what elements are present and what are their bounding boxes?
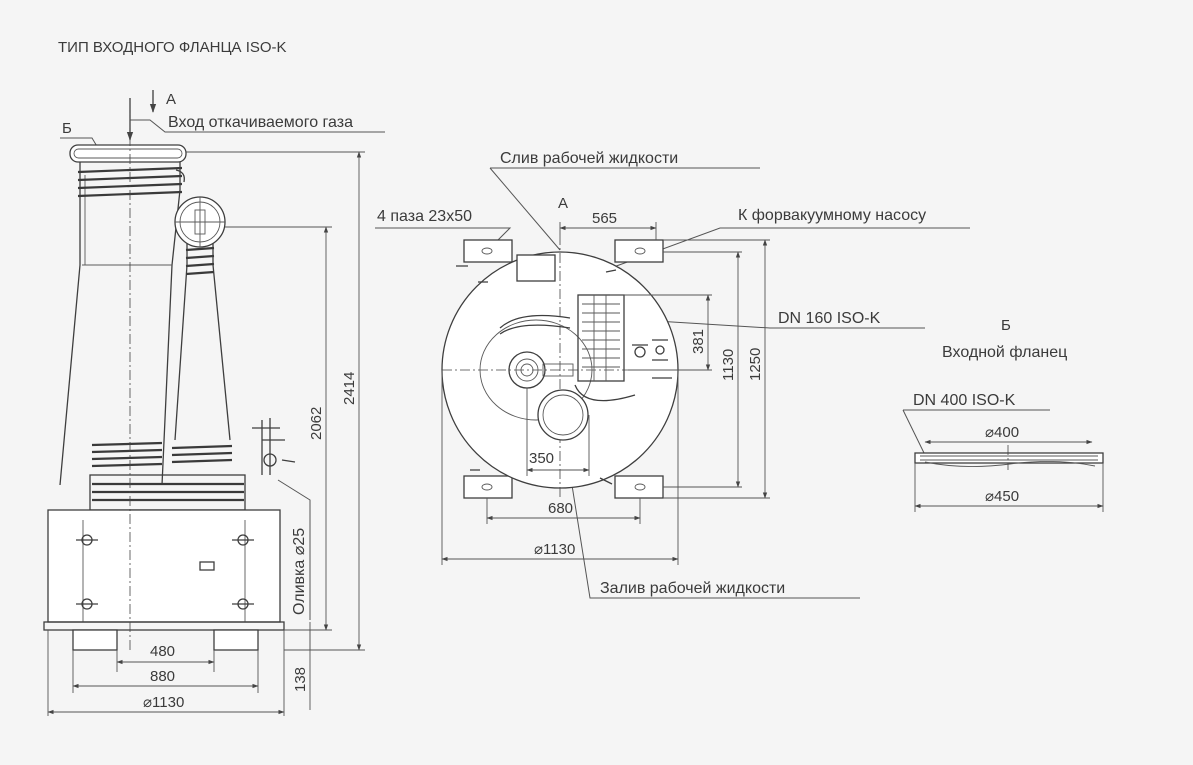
dim-2414: 2414 [341, 372, 358, 405]
view-a-marker: А [166, 91, 176, 108]
dim-381: 381 [690, 329, 707, 354]
dim-d1130-side: ⌀1130 [143, 694, 184, 711]
dim-350: 350 [529, 450, 554, 467]
flange-b-name: Входной фланец [942, 344, 1067, 361]
gas-inlet-label: Вход откачиваемого газа [168, 114, 353, 131]
dim-2062: 2062 [308, 407, 325, 440]
flange-b-letter: Б [1001, 317, 1011, 334]
drain-fitting [516, 254, 556, 282]
dim-1130-top: 1130 [720, 349, 737, 381]
inlet-flange-section [914, 452, 1104, 464]
drawing-title: ТИП ВХОДНОГО ФЛАНЦА ISO-K [58, 39, 287, 56]
mount-slot [463, 475, 513, 499]
dim-d1130-top: ⌀1130 [534, 541, 575, 558]
mount-slot [614, 475, 664, 499]
view-a-top: А [558, 195, 568, 212]
foot-right [213, 629, 259, 651]
cooling-coil-lower [91, 441, 244, 502]
dim-1250: 1250 [747, 348, 764, 381]
dim-680: 680 [548, 500, 573, 517]
dim-138: 138 [292, 667, 309, 692]
dn160-label: DN 160 ISO-K [778, 310, 881, 327]
flange-marker: Б [62, 120, 72, 137]
dim-d400: ⌀400 [985, 424, 1019, 441]
overflow-label: Оливка ⌀25 [291, 528, 308, 615]
dim-565: 565 [592, 210, 617, 227]
fill-port-top [537, 389, 589, 441]
foot-left [72, 629, 118, 651]
fill-label: Залив рабочей жидкости [600, 580, 785, 597]
inlet-flange [69, 144, 187, 163]
drain-label: Слив рабочей жидкости [500, 150, 678, 167]
dn400-label: DN 400 ISO-K [913, 392, 1016, 409]
flange-b-view: Б Входной фланец DN 400 ISO-K ⌀400 ⌀450 [902, 317, 1104, 512]
dim-d450: ⌀450 [985, 488, 1019, 505]
forevacuum-label: К форвакуумному насосу [738, 207, 926, 224]
mount-slot [614, 239, 664, 263]
dim-880: 880 [150, 668, 175, 685]
mount-slot [463, 239, 513, 263]
dim-480: 480 [150, 643, 175, 660]
slots-label: 4 паза 23х50 [377, 208, 472, 225]
oil-tank [47, 509, 281, 623]
forevacuum-coil [171, 246, 233, 464]
coil-stack-top [577, 294, 625, 382]
side-view: А Вход откачиваемого газа Б [43, 90, 385, 716]
top-view: Слив рабочей жидкости 4 паза 23х50 А К ф… [375, 150, 970, 599]
